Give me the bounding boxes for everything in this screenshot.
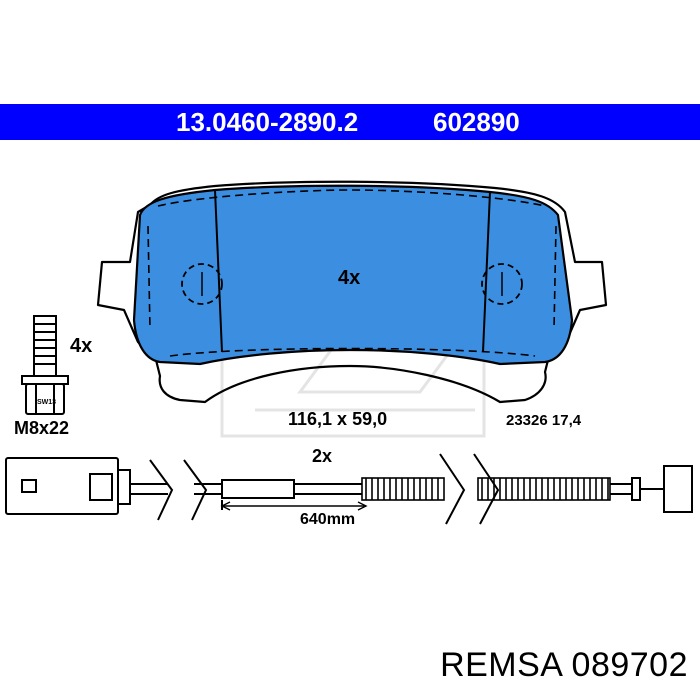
pad-dimensions-label: 116,1 x 59,0 (288, 409, 387, 429)
header-bar: 13.0460-2890.2 602890 (0, 104, 700, 140)
brand-part-label: REMSA 089702 (440, 646, 688, 684)
part-number: 13.0460-2890.2 (176, 107, 359, 137)
pad-spec-label: 23326 17,4 (506, 412, 582, 429)
bolt-size-label: M8x22 (14, 418, 69, 438)
wear-sensor-drawing (5, 457, 362, 521)
sensor-cable-coil (361, 477, 611, 501)
sensor-quantity-label: 2x (312, 446, 332, 466)
bolt-drawing (21, 315, 69, 415)
sensor-break-marks-right (439, 453, 500, 525)
brake-pad-backing-plate (96, 180, 608, 404)
bolt-head-mark: SW13 (37, 399, 56, 406)
sensor-length-dimension (220, 501, 368, 511)
bolt-quantity-label: 4x (70, 335, 92, 357)
pad-quantity-label: 4x (338, 267, 360, 289)
reference-number: 602890 (433, 107, 520, 137)
sensor-length-label: 640mm (300, 511, 355, 528)
sensor-tip (610, 465, 693, 513)
brake-pad-friction-material (132, 184, 574, 366)
